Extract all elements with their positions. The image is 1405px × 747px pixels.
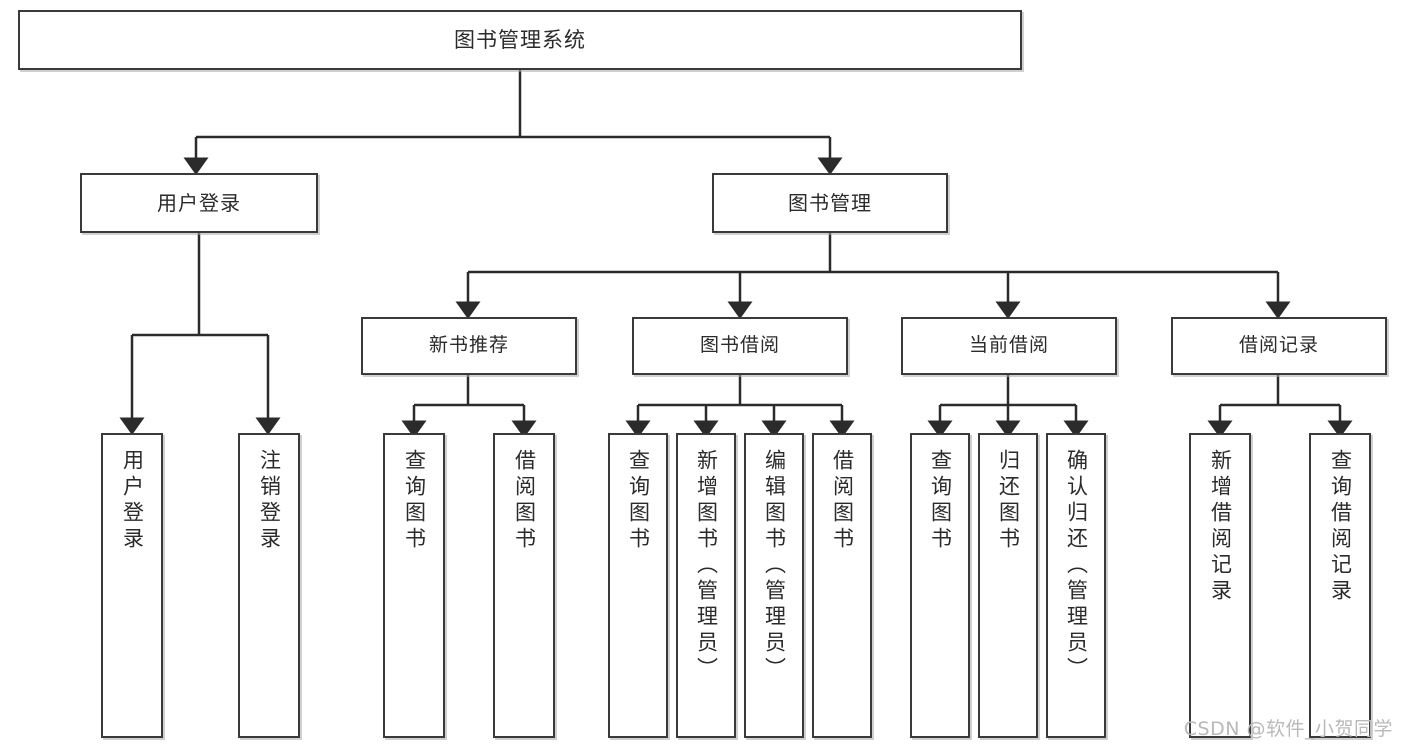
node-leaf-confirm-return-label: 确认归还（管理员） xyxy=(1064,449,1089,683)
node-borrow-record[interactable]: 借阅记录 xyxy=(1171,317,1387,375)
node-borrow-record-label: 借阅记录 xyxy=(1238,334,1319,357)
node-leaf-edit-book[interactable]: 编辑图书（管理员） xyxy=(744,433,804,738)
node-leaf-query-book-3-label: 查询图书 xyxy=(928,449,953,553)
node-leaf-borrow-book-1-label: 借阅图书 xyxy=(512,449,537,553)
node-leaf-add-record[interactable]: 新增借阅记录 xyxy=(1189,433,1251,738)
node-leaf-query-book-1-label: 查询图书 xyxy=(402,449,427,553)
node-leaf-add-book[interactable]: 新增图书（管理员） xyxy=(676,433,736,738)
node-leaf-query-record[interactable]: 查询借阅记录 xyxy=(1309,433,1371,738)
node-leaf-borrow-book-2[interactable]: 借阅图书 xyxy=(812,433,872,738)
node-user-login[interactable]: 用户登录 xyxy=(80,173,318,233)
node-leaf-edit-book-label: 编辑图书（管理员） xyxy=(762,449,787,683)
node-leaf-add-book-label: 新增图书（管理员） xyxy=(694,449,719,683)
node-current-borrow-label: 当前借阅 xyxy=(968,334,1049,357)
node-leaf-query-book-3[interactable]: 查询图书 xyxy=(910,433,970,738)
node-root[interactable]: 图书管理系统 xyxy=(18,10,1022,70)
node-leaf-query-book-2-label: 查询图书 xyxy=(626,449,651,553)
node-book-management-label: 图书管理 xyxy=(788,190,872,215)
node-leaf-return-book[interactable]: 归还图书 xyxy=(978,433,1038,738)
node-leaf-query-book-1[interactable]: 查询图书 xyxy=(383,433,445,738)
node-book-borrow[interactable]: 图书借阅 xyxy=(632,317,848,375)
node-leaf-confirm-return[interactable]: 确认归还（管理员） xyxy=(1046,433,1106,738)
node-leaf-borrow-book-1[interactable]: 借阅图书 xyxy=(493,433,555,738)
node-new-book-recommend-label: 新书推荐 xyxy=(428,334,509,357)
node-leaf-return-book-label: 归还图书 xyxy=(996,449,1021,553)
node-leaf-user-logout-label: 注销登录 xyxy=(257,449,282,553)
node-leaf-borrow-book-2-label: 借阅图书 xyxy=(830,449,855,553)
node-leaf-user-login[interactable]: 用户登录 xyxy=(101,433,163,738)
csdn-watermark: CSDN @软件_小贺同学 xyxy=(1183,718,1393,740)
node-current-borrow[interactable]: 当前借阅 xyxy=(901,317,1117,375)
node-leaf-add-record-label: 新增借阅记录 xyxy=(1208,449,1233,605)
node-user-login-label: 用户登录 xyxy=(157,190,241,215)
node-leaf-user-login-label: 用户登录 xyxy=(120,449,145,553)
node-book-management[interactable]: 图书管理 xyxy=(712,173,948,233)
node-root-label: 图书管理系统 xyxy=(454,27,586,52)
node-leaf-user-logout[interactable]: 注销登录 xyxy=(238,433,300,738)
node-leaf-query-record-label: 查询借阅记录 xyxy=(1328,449,1353,605)
node-new-book-recommend[interactable]: 新书推荐 xyxy=(361,317,577,375)
node-leaf-query-book-2[interactable]: 查询图书 xyxy=(608,433,668,738)
node-book-borrow-label: 图书借阅 xyxy=(699,334,780,357)
